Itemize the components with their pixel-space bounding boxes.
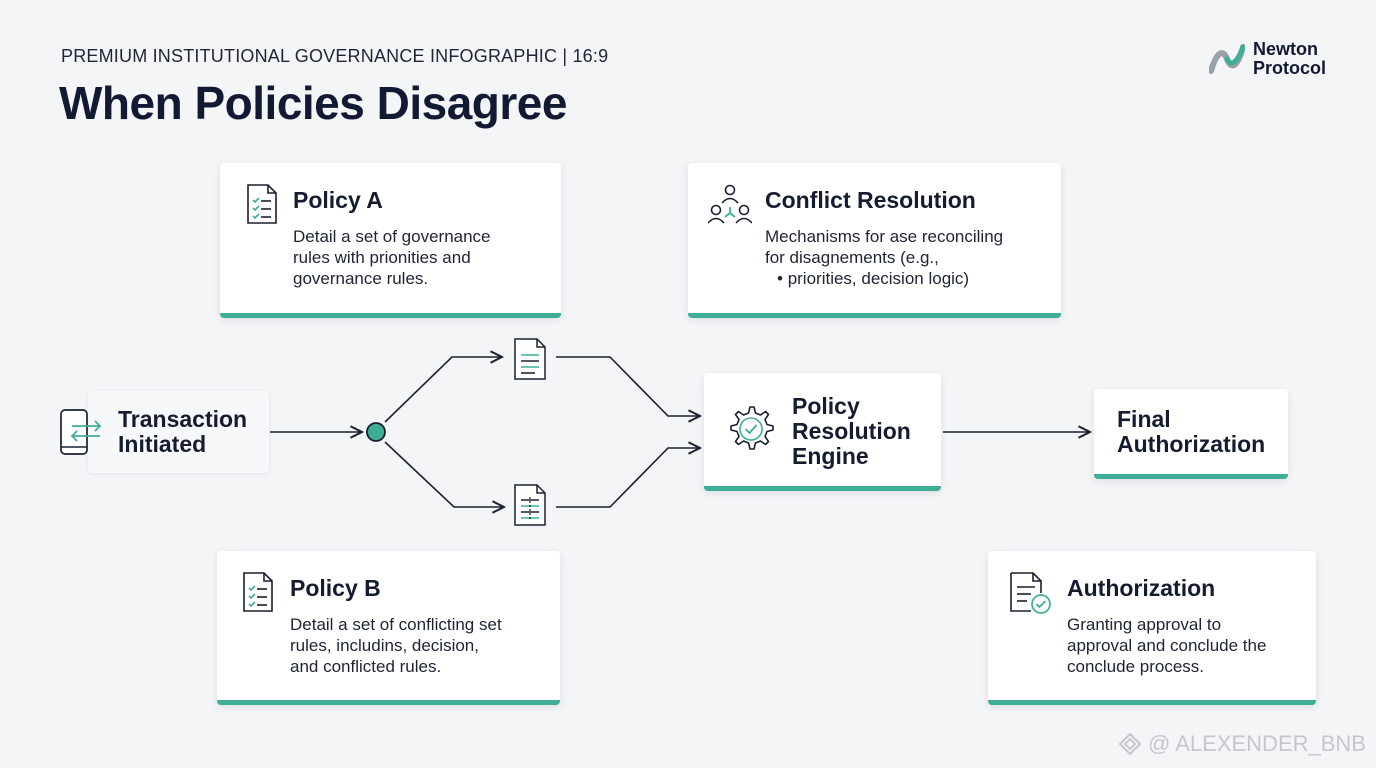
checklist-document-icon: [247, 184, 277, 224]
final-authorization-node: Final Authorization: [1094, 389, 1288, 479]
diamond-logo-icon: [1118, 732, 1142, 756]
newton-protocol-logo: Newton Protocol: [1209, 40, 1326, 78]
split-node: [366, 422, 386, 442]
policy-b-description: Detail a set of conflicting set rules, i…: [290, 615, 502, 676]
people-network-icon: [708, 184, 752, 224]
conflict-resolution-title: Conflict Resolution: [765, 187, 976, 213]
policy-b-title: Policy B: [290, 575, 381, 601]
policy-b-document-icon: [514, 484, 546, 526]
authorization-description: Granting approval to approval and conclu…: [1067, 615, 1267, 676]
eyebrow-label: PREMIUM INSTITUTIONAL GOVERNANCE INFOGRA…: [61, 46, 609, 66]
authorization-card: Authorization Granting approval to appro…: [988, 551, 1316, 705]
policy-a-title: Policy A: [293, 187, 383, 213]
watermark-text: @ ALEXENDER_BNB: [1148, 731, 1366, 756]
arrow-split-to-policy-b-doc: [384, 441, 504, 507]
policy-resolution-engine-node: Policy Resolution Engine: [704, 373, 941, 491]
policy-b-card: Policy B Detail a set of conflicting set…: [217, 551, 560, 705]
arrow-policy-b-doc-to-engine: [556, 448, 700, 508]
policy-a-document-icon: [514, 338, 546, 380]
conflict-resolution-bullet: • priorities, decision logic): [777, 269, 970, 288]
conflict-resolution-card: Conflict Resolution Mechanisms for ase r…: [688, 163, 1061, 318]
authorization-title: Authorization: [1067, 575, 1216, 601]
logo-text-line2: Protocol: [1253, 58, 1327, 78]
arrow-split-to-policy-a-doc: [384, 357, 502, 423]
logo-mark-icon: [1209, 44, 1245, 74]
checklist-document-icon: [243, 572, 273, 612]
arrow-policy-a-doc-to-engine: [556, 356, 700, 416]
transaction-initiated-node: Transaction Initiated: [88, 391, 269, 473]
gear-check-icon: [730, 406, 774, 450]
policy-a-card: Policy A Detail a set of governance rule…: [220, 163, 561, 318]
policy-a-description: Detail a set of governance rules with pr…: [293, 227, 491, 288]
approved-document-icon: [1010, 572, 1051, 614]
conflict-resolution-description: Mechanisms for ase reconciling for disag…: [765, 227, 1004, 288]
logo-text-line1: Newton: [1253, 39, 1318, 59]
page-title: When Policies Disagree: [59, 77, 567, 129]
watermark: @ ALEXENDER_BNB: [1118, 731, 1366, 757]
mobile-transfer-icon: [60, 409, 102, 455]
